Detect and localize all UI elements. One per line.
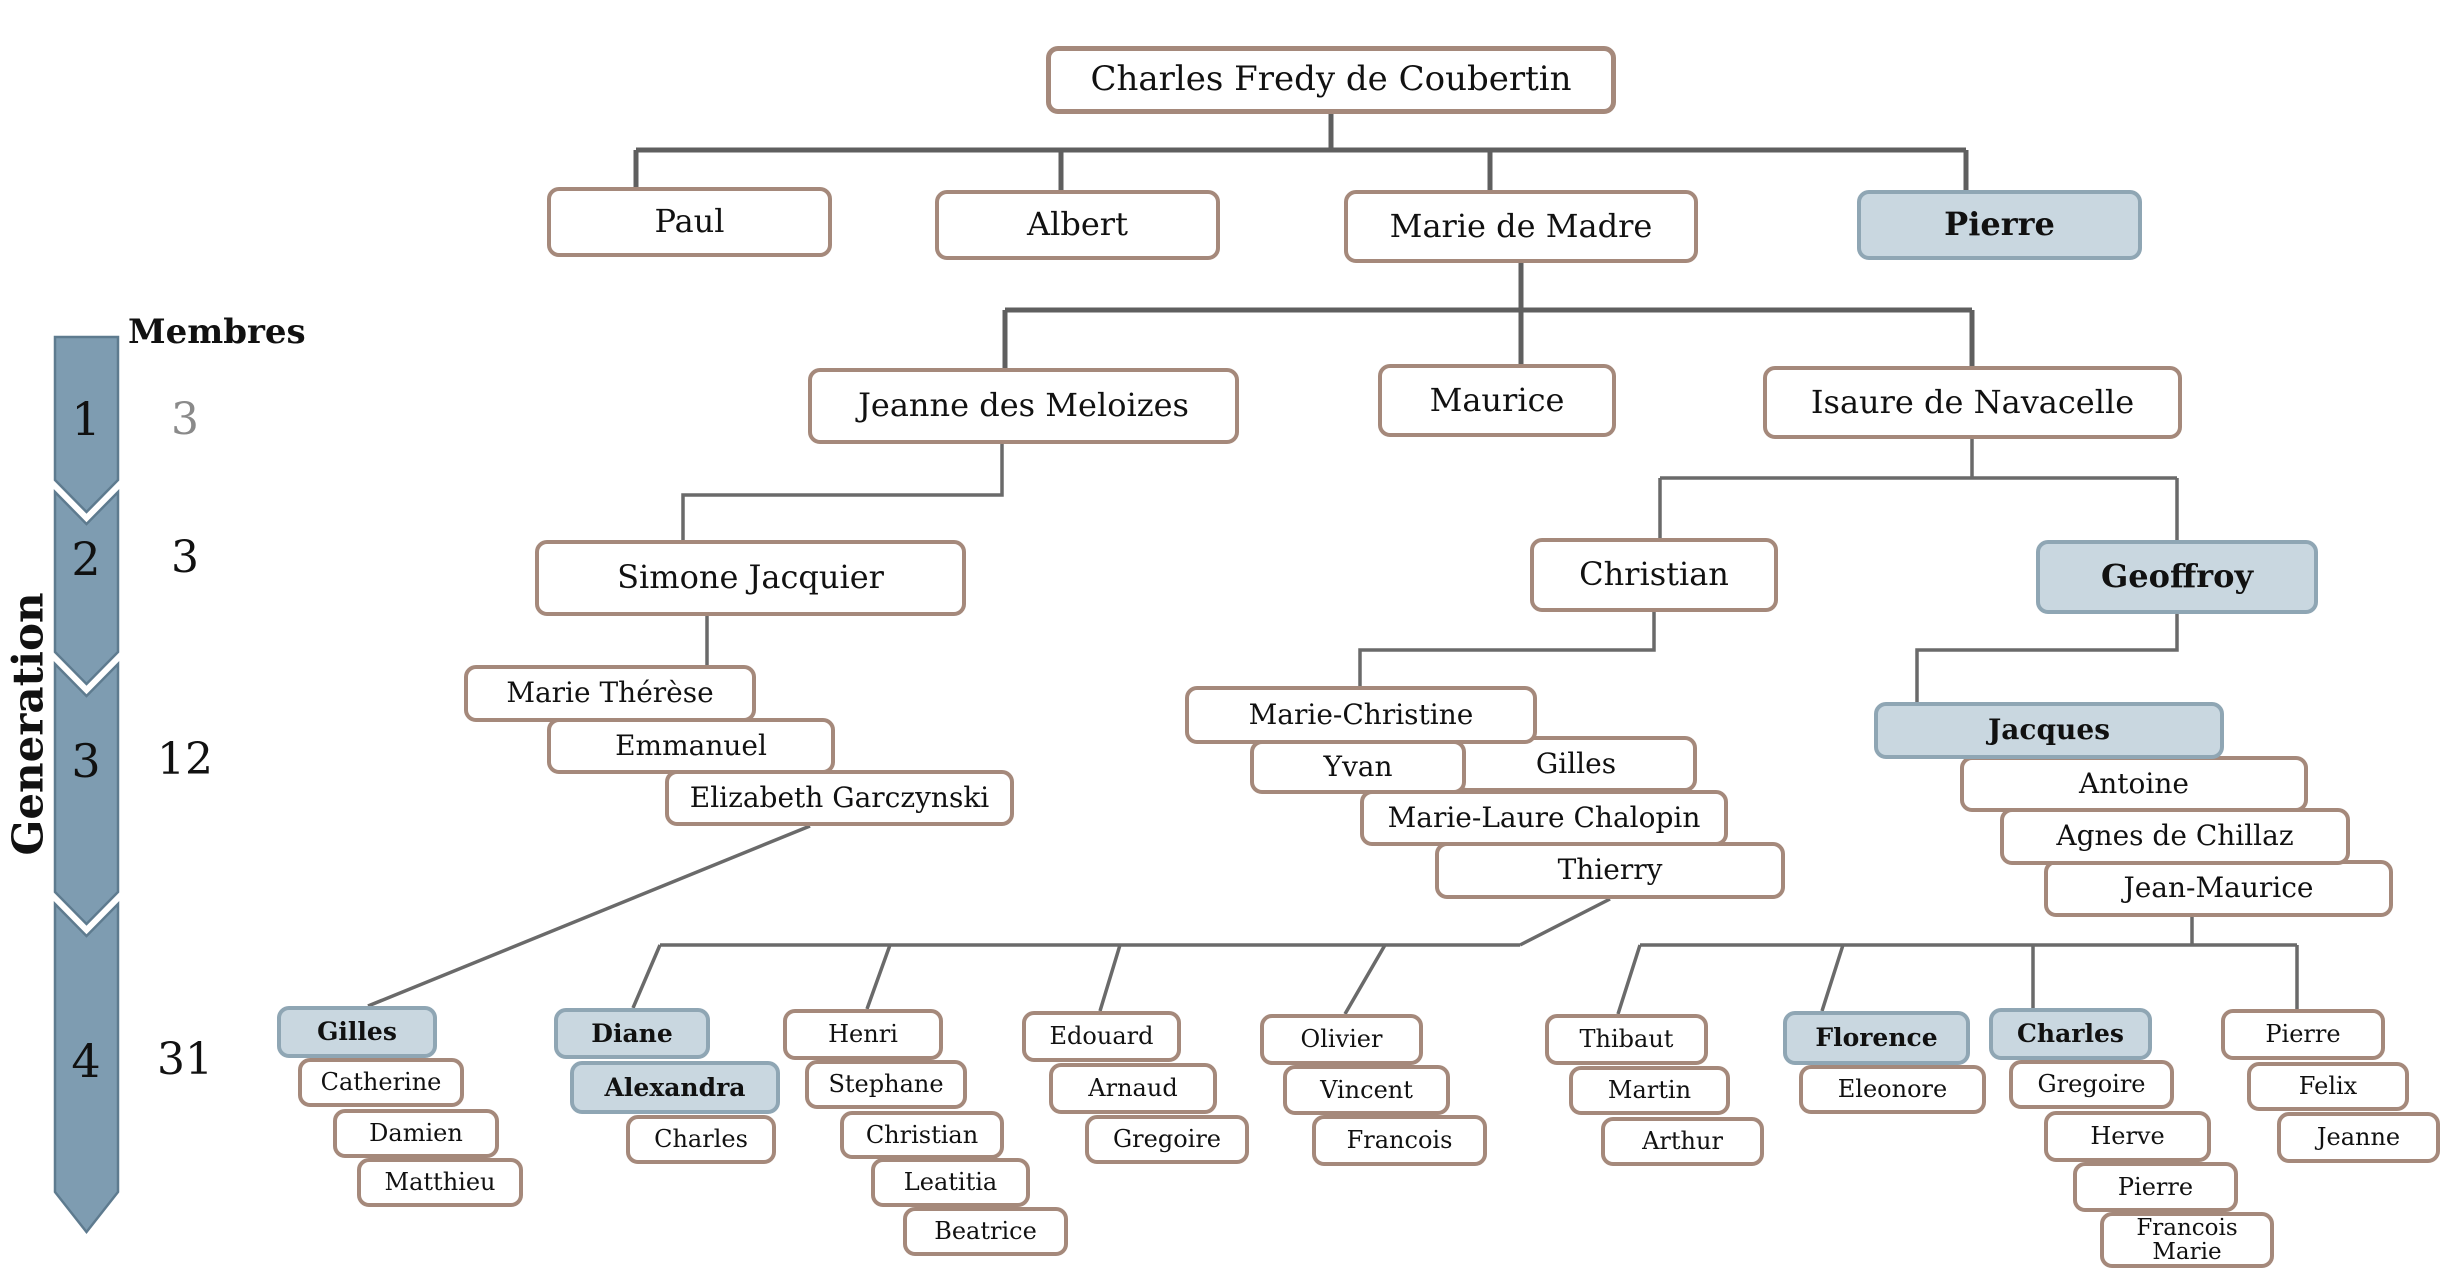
- node-arnaud: Arnaud: [1049, 1063, 1217, 1114]
- node-simone-jacquier: Simone Jacquier: [535, 540, 966, 616]
- node-herve: Herve: [2044, 1111, 2211, 1162]
- root-connectors: [633, 114, 1969, 190]
- generation-number-2: 2: [71, 532, 101, 586]
- node-charles-fredy-de-coubertin: Charles Fredy de Coubertin: [1046, 46, 1616, 114]
- node-jacques: Jacques: [1874, 702, 2224, 759]
- node-thibaut: Thibaut: [1545, 1014, 1708, 1065]
- node-gilles-gen4: Gilles: [277, 1006, 437, 1058]
- node-florence: Florence: [1783, 1011, 1970, 1065]
- node-christian-gen2: Christian: [1530, 538, 1778, 612]
- node-beatrice: Beatrice: [903, 1207, 1068, 1256]
- branch-connectors: [367, 439, 2299, 1015]
- generation-arrow-segment-4: [53, 900, 120, 1235]
- node-arthur: Arthur: [1601, 1117, 1764, 1166]
- node-pierre: Pierre: [1857, 190, 2142, 260]
- node-diane: Diane: [554, 1008, 710, 1059]
- membres-count-gen2: 3: [171, 532, 199, 583]
- gen1-connectors: [1002, 263, 1975, 368]
- node-isaure-de-navacelle: Isaure de Navacelle: [1763, 366, 2182, 439]
- node-elizabeth-garczynski: Elizabeth Garczynski: [665, 770, 1014, 826]
- node-jeanne-des-meloizes: Jeanne des Meloizes: [808, 368, 1239, 444]
- node-francois-gen4-mid: Francois: [1312, 1115, 1487, 1166]
- generation-number-4: 4: [71, 1034, 101, 1088]
- node-antoine: Antoine: [1960, 756, 2308, 812]
- membres-count-gen4: 31: [157, 1034, 213, 1085]
- node-catherine: Catherine: [298, 1058, 464, 1107]
- node-olivier: Olivier: [1260, 1014, 1423, 1065]
- node-pierre-gen4-mid: Pierre: [2073, 1162, 2238, 1212]
- node-pierre-gen4-right: Pierre: [2221, 1009, 2385, 1060]
- node-charles-gen4-right: Charles: [1989, 1008, 2152, 1060]
- node-charles-gen4-left: Charles: [626, 1115, 776, 1164]
- node-geoffroy: Geoffroy: [2036, 540, 2318, 614]
- node-edouard: Edouard: [1022, 1011, 1181, 1062]
- node-marie-de-madre: Marie de Madre: [1344, 190, 1698, 263]
- node-marie-laure-chalopin: Marie-Laure Chalopin: [1360, 790, 1728, 846]
- node-matthieu: Matthieu: [357, 1158, 523, 1207]
- node-henri: Henri: [783, 1009, 943, 1060]
- generation-axis-label: Generation: [3, 592, 53, 856]
- generation-number-1: 1: [71, 392, 101, 446]
- node-marie-therese: Marie Thérèse: [464, 665, 756, 722]
- node-jeanne-gen4: Jeanne: [2277, 1112, 2440, 1163]
- node-paul: Paul: [547, 187, 832, 257]
- node-damien: Damien: [333, 1109, 499, 1158]
- node-christian-gen4: Christian: [840, 1111, 1004, 1159]
- node-jean-maurice: Jean-Maurice: [2044, 860, 2393, 917]
- node-gregoire-gen4-right: Gregoire: [2009, 1060, 2174, 1109]
- node-alexandra: Alexandra: [570, 1061, 780, 1114]
- node-marie-christine: Marie-Christine: [1185, 686, 1537, 744]
- node-albert: Albert: [935, 190, 1220, 260]
- node-stephane: Stephane: [805, 1060, 967, 1109]
- node-vincent: Vincent: [1283, 1065, 1450, 1115]
- generation-arrow: [53, 335, 120, 1235]
- generation-arrow-segment-3: [53, 660, 120, 926]
- generation-arrow-segment-1: [53, 335, 120, 514]
- node-leatitia: Leatitia: [871, 1158, 1030, 1207]
- node-maurice: Maurice: [1378, 364, 1616, 437]
- generation-arrow-segment-2: [53, 488, 120, 686]
- node-agnes-de-chillaz: Agnes de Chillaz: [2000, 808, 2350, 865]
- node-eleonore: Eleonore: [1799, 1065, 1986, 1114]
- generation-number-3: 3: [71, 734, 101, 788]
- node-thierry: Thierry: [1435, 842, 1785, 899]
- node-felix: Felix: [2247, 1062, 2409, 1111]
- node-gilles-gen3: Gilles: [1455, 736, 1697, 792]
- membres-count-gen1: 3: [171, 394, 199, 445]
- node-emmanuel: Emmanuel: [547, 718, 835, 774]
- membres-header: Membres: [128, 312, 306, 352]
- node-francois-marie: Francois Marie: [2100, 1212, 2274, 1268]
- membres-count-gen3: 12: [157, 734, 213, 785]
- node-martin: Martin: [1569, 1066, 1730, 1115]
- node-gregoire-gen4-left: Gregoire: [1085, 1115, 1249, 1164]
- node-yvan: Yvan: [1250, 740, 1466, 794]
